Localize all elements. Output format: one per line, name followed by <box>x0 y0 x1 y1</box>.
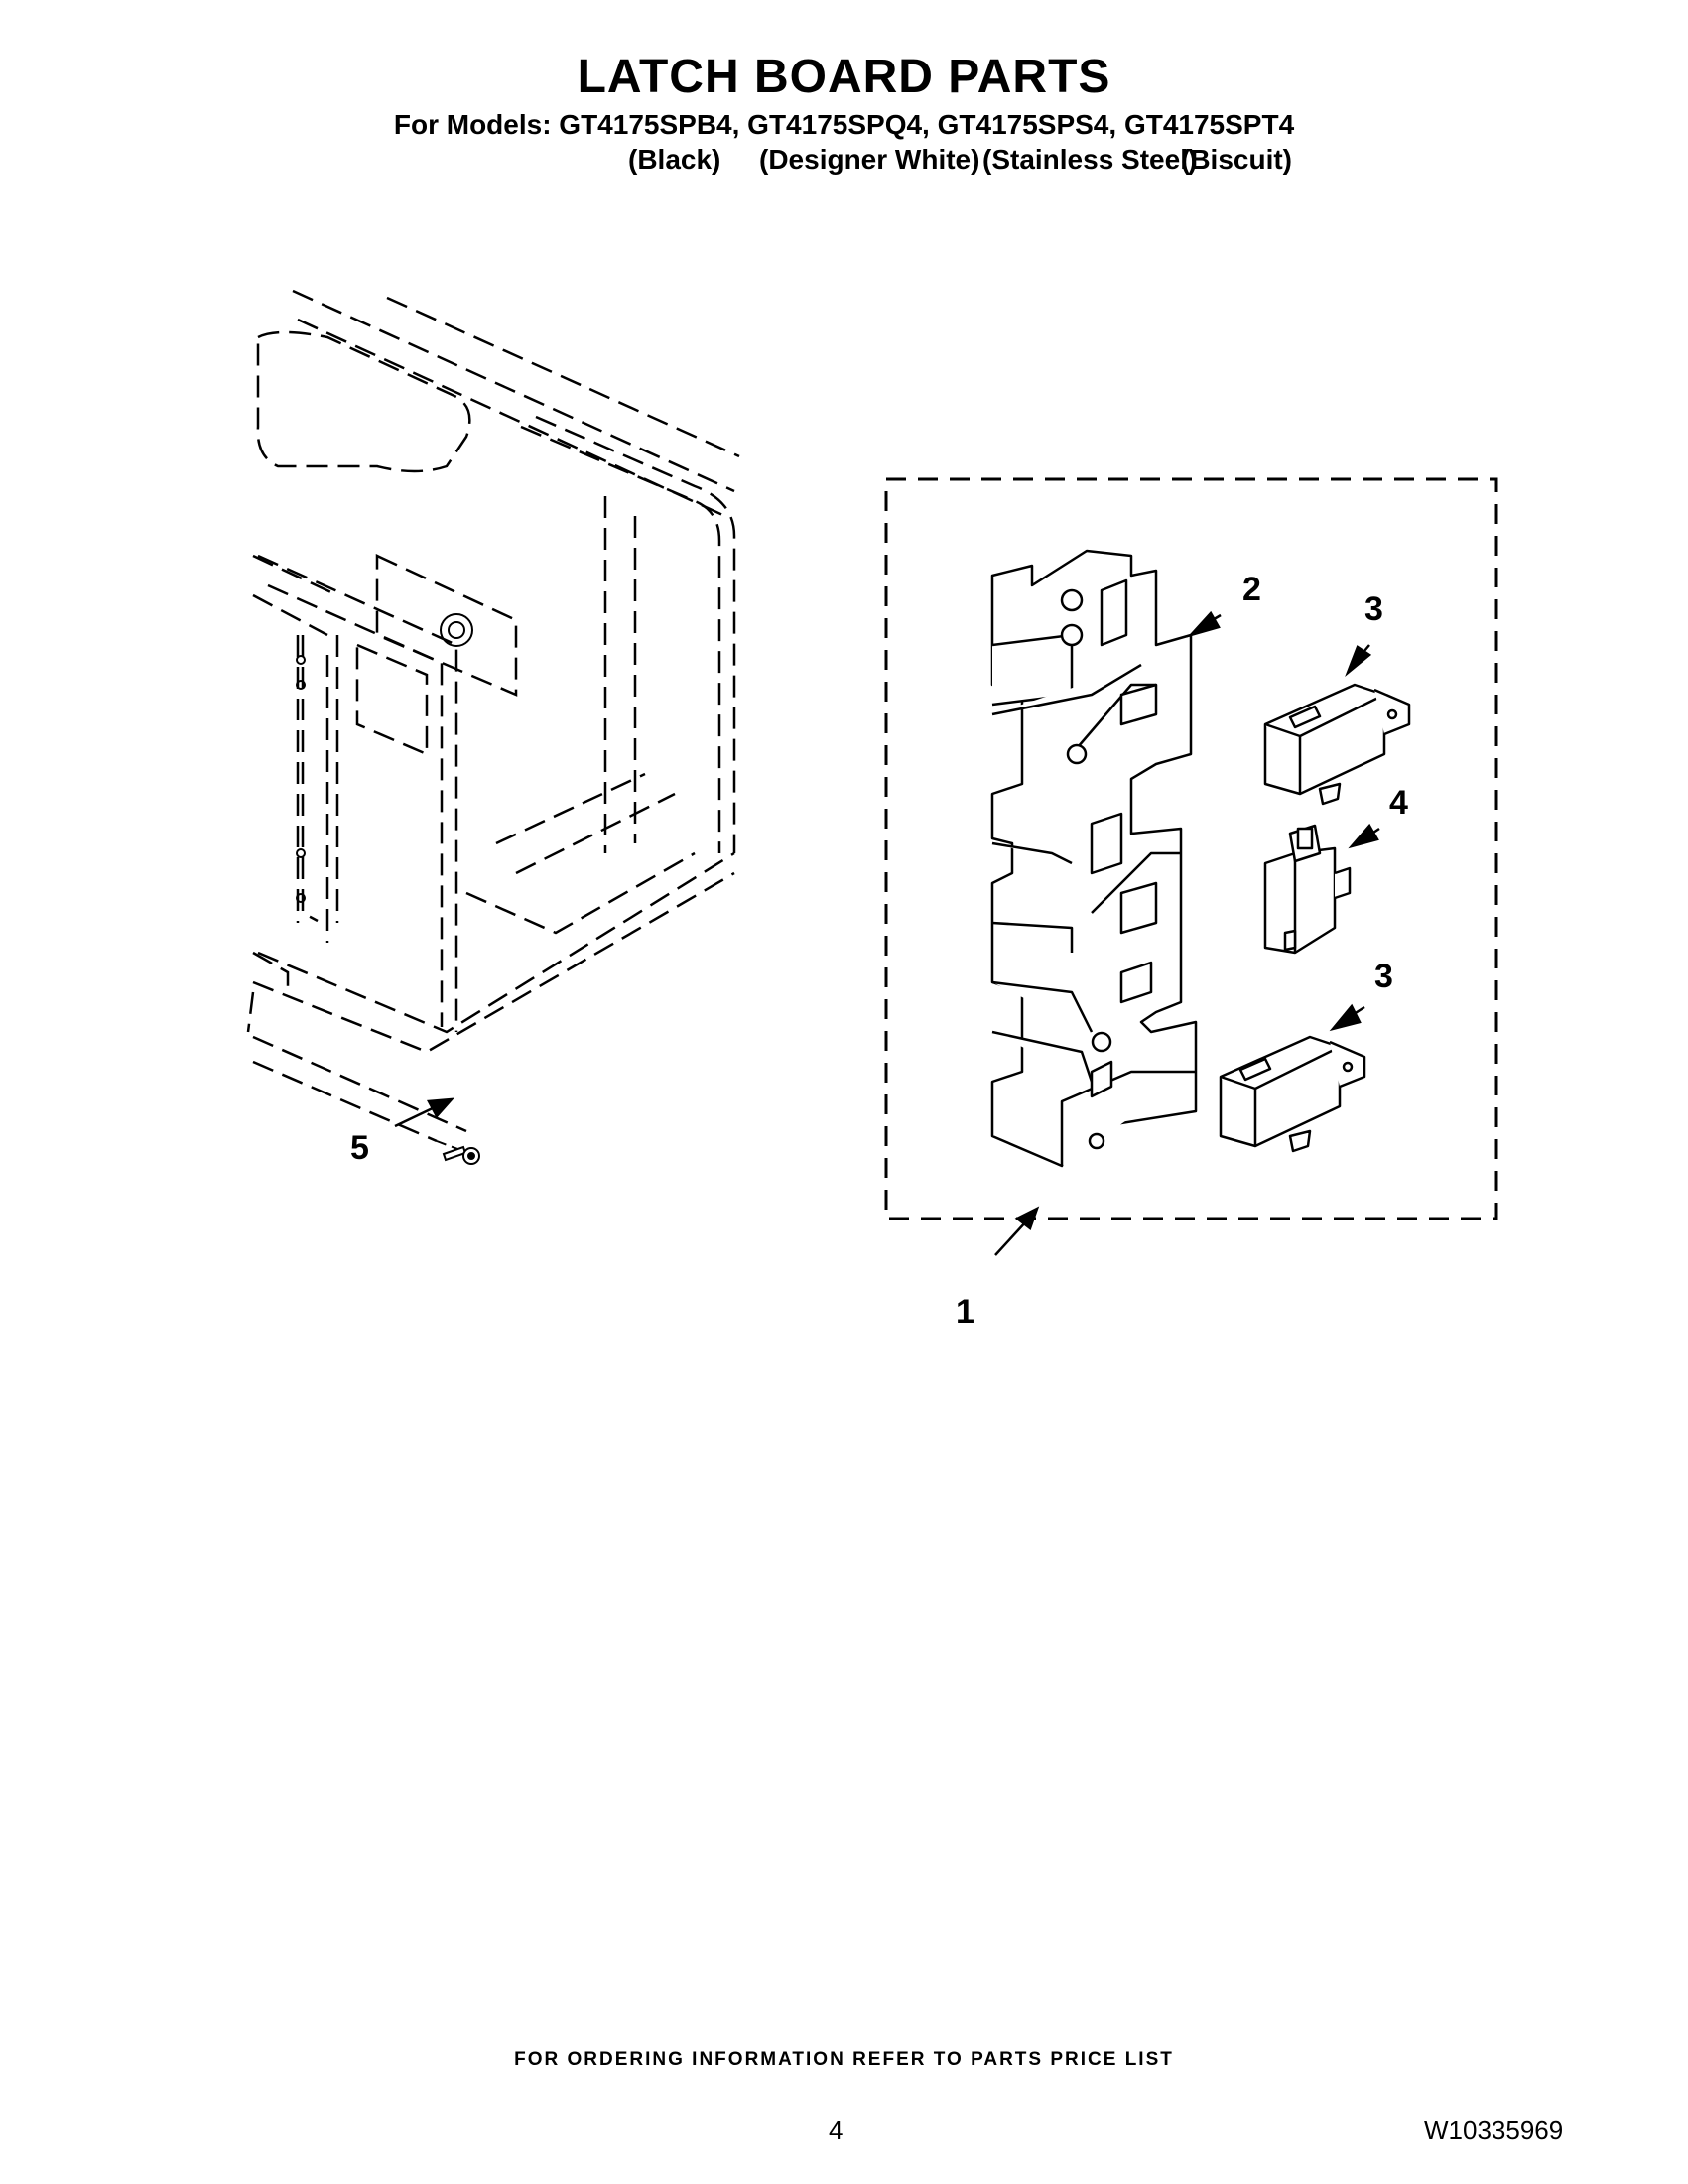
document-number: W10335969 <box>1424 2116 1564 2145</box>
ordering-info-note: FOR ORDERING INFORMATION REFER TO PARTS … <box>514 2049 1174 2070</box>
callout-2: 2 <box>1242 571 1261 608</box>
model-color-designer-white: (Designer White) <box>759 144 980 175</box>
screw-part <box>436 1140 480 1165</box>
model-color-stainless-steel: (Stainless Steel) <box>982 144 1198 175</box>
page-number: 4 <box>829 2116 844 2145</box>
switch-lower-part <box>1219 1035 1366 1153</box>
switch-upper-part <box>1263 683 1411 806</box>
models-line: For Models: GT4175SPB4, GT4175SPQ4, GT41… <box>393 109 1295 140</box>
switch-middle-part <box>1263 824 1352 955</box>
callout-5: 5 <box>350 1129 369 1167</box>
callout-3-upper: 3 <box>1364 590 1383 628</box>
callout-3-lower: 3 <box>1374 958 1393 995</box>
latch-assembly-boundary <box>884 477 1498 1220</box>
callout-4: 4 <box>1389 784 1408 822</box>
page-title: LATCH BOARD PARTS <box>577 51 1111 103</box>
callout-1: 1 <box>956 1293 974 1331</box>
cabinet-mounting-holes <box>296 613 473 903</box>
callout-leaders <box>394 610 1380 1256</box>
oven-cabinet-outline <box>246 289 740 1143</box>
model-color-black: (Black) <box>628 144 721 175</box>
latch-board-part <box>990 549 1198 1168</box>
model-color-biscuit: (Biscuit) <box>1181 144 1292 175</box>
